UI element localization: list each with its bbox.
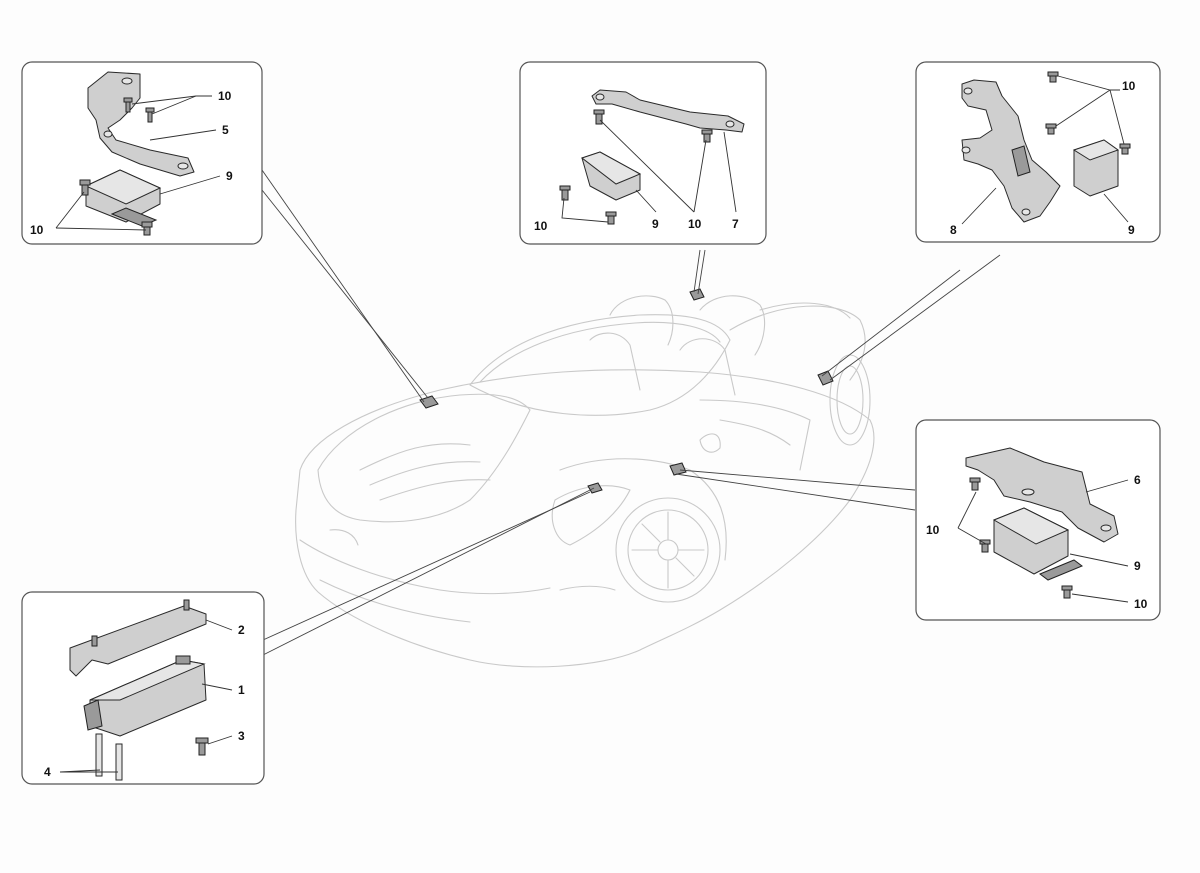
panel-mid-right: 6 10 9 10: [915, 419, 1161, 621]
bolt-10: [979, 539, 991, 553]
bracket-7: [591, 89, 745, 133]
callout-10: 10: [218, 89, 232, 103]
pointer-lines: [261, 169, 1001, 656]
panel-top-left: 10 5 9 10: [21, 61, 263, 245]
bolt-10: [593, 109, 605, 125]
callout-10: 10: [534, 219, 548, 233]
bolt-4: [95, 733, 103, 777]
bolt-10: [145, 107, 155, 123]
callout-5: 5: [222, 123, 229, 137]
callout-10: 10: [1134, 597, 1148, 611]
callout-10: 10: [1122, 79, 1136, 93]
car-outline: [295, 288, 875, 668]
bolt-10: [1061, 585, 1073, 599]
callout-4: 4: [44, 765, 51, 779]
bolt-10: [1119, 143, 1131, 155]
panel-bottom-left: 2 1 3 4: [21, 591, 265, 785]
callout-1: 1: [238, 683, 245, 697]
callout-9: 9: [1128, 223, 1135, 237]
callout-3: 3: [238, 729, 245, 743]
bolt-10: [79, 179, 91, 196]
callout-6: 6: [1134, 473, 1141, 487]
plate-2: [69, 605, 207, 677]
callout-10: 10: [30, 223, 44, 237]
bracket-8: [961, 79, 1061, 223]
bolt-10: [969, 477, 981, 491]
bolt-10: [123, 97, 133, 113]
bolt-4: [115, 743, 123, 781]
callout-7: 7: [732, 217, 739, 231]
callout-10: 10: [688, 217, 702, 231]
bolt-10: [559, 185, 571, 201]
bolt-10: [1045, 123, 1057, 135]
bracket-6: [965, 447, 1119, 543]
bracket-5: [87, 71, 195, 177]
bolt-10: [141, 221, 153, 236]
bolt-3: [195, 737, 209, 756]
panel-top-right: 10 8 9: [915, 61, 1161, 243]
callout-8: 8: [950, 223, 957, 237]
bolt-10: [605, 211, 617, 225]
bolt-10: [1047, 71, 1059, 83]
callout-9: 9: [1134, 559, 1141, 573]
callout-9: 9: [652, 217, 659, 231]
bolt-10: [701, 129, 713, 143]
callout-10: 10: [926, 523, 940, 537]
callout-9: 9: [226, 169, 233, 183]
panel-top-center: 10 9 10 7: [519, 61, 767, 245]
callout-2: 2: [238, 623, 245, 637]
